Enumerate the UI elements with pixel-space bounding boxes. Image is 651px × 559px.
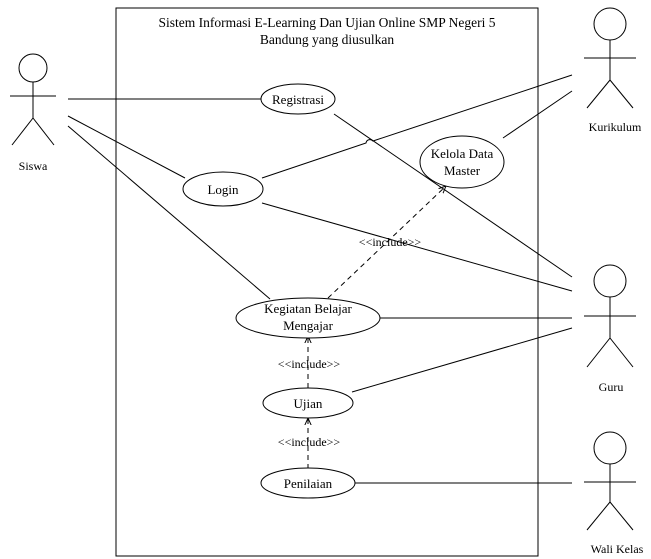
- system-title-line2: Bandung yang diusulkan: [260, 32, 394, 47]
- use-case-kbm-label-line1: Kegiatan Belajar: [264, 301, 352, 316]
- actor-kurikulum-icon: [584, 7, 636, 109]
- use-case-ujian[interactable]: Ujian: [262, 387, 354, 419]
- assoc-kelola-kurikulum: [502, 90, 573, 139]
- include-dependencies: [308, 186, 446, 469]
- use-case-penilaian[interactable]: Penilaian: [260, 467, 356, 499]
- use-case-login[interactable]: Login: [182, 171, 264, 207]
- actor-wali-kelas[interactable]: Wali Kelas: [584, 431, 644, 556]
- actor-kurikulum[interactable]: Kurikulum: [584, 7, 642, 134]
- actor-guru-label: Guru: [599, 380, 624, 394]
- assoc-siswa-login: [67, 115, 186, 179]
- actor-siswa-label: Siswa: [19, 159, 48, 173]
- actor-siswa[interactable]: Siswa: [10, 53, 56, 173]
- actor-wali-kelas-label: Wali Kelas: [591, 542, 644, 556]
- assoc-siswa-kbm: [67, 125, 271, 300]
- include-label-ujian-kbm: <<include>>: [278, 357, 341, 371]
- assoc-login-guru: [261, 202, 573, 292]
- include-kbm-kelola: [327, 186, 446, 299]
- system-title-line1: Sistem Informasi E-Learning Dan Ujian On…: [159, 15, 496, 30]
- use-case-ujian-label: Ujian: [294, 396, 323, 411]
- assoc-registrasi-guru: [333, 113, 573, 278]
- actor-siswa-icon: [10, 53, 56, 146]
- actor-wali-kelas-icon: [584, 431, 636, 531]
- assoc-ujian-guru: [351, 327, 573, 393]
- associations: [67, 74, 573, 484]
- use-case-registrasi-label: Registrasi: [272, 92, 324, 107]
- use-case-login-label: Login: [207, 182, 239, 197]
- use-case-registrasi[interactable]: Registrasi: [260, 83, 336, 115]
- use-case-kelola-label-line2: Master: [444, 163, 481, 178]
- actor-kurikulum-label: Kurikulum: [589, 120, 642, 134]
- system-boundary: [115, 7, 539, 557]
- include-label-kbm-kelola: <<include>>: [359, 235, 422, 249]
- use-case-penilaian-label: Penilaian: [284, 476, 333, 491]
- use-case-kelola-label-line1: Kelola Data: [431, 146, 494, 161]
- actor-guru[interactable]: Guru: [584, 264, 636, 394]
- use-case-kegiatan-belajar-mengajar[interactable]: Kegiatan Belajar Mengajar: [235, 297, 381, 339]
- use-case-kelola-data-master[interactable]: Kelola Data Master: [419, 135, 505, 189]
- actor-guru-icon: [584, 264, 636, 368]
- use-case-kbm-label-line2: Mengajar: [283, 318, 333, 333]
- include-label-penilaian-ujian: <<include>>: [278, 435, 341, 449]
